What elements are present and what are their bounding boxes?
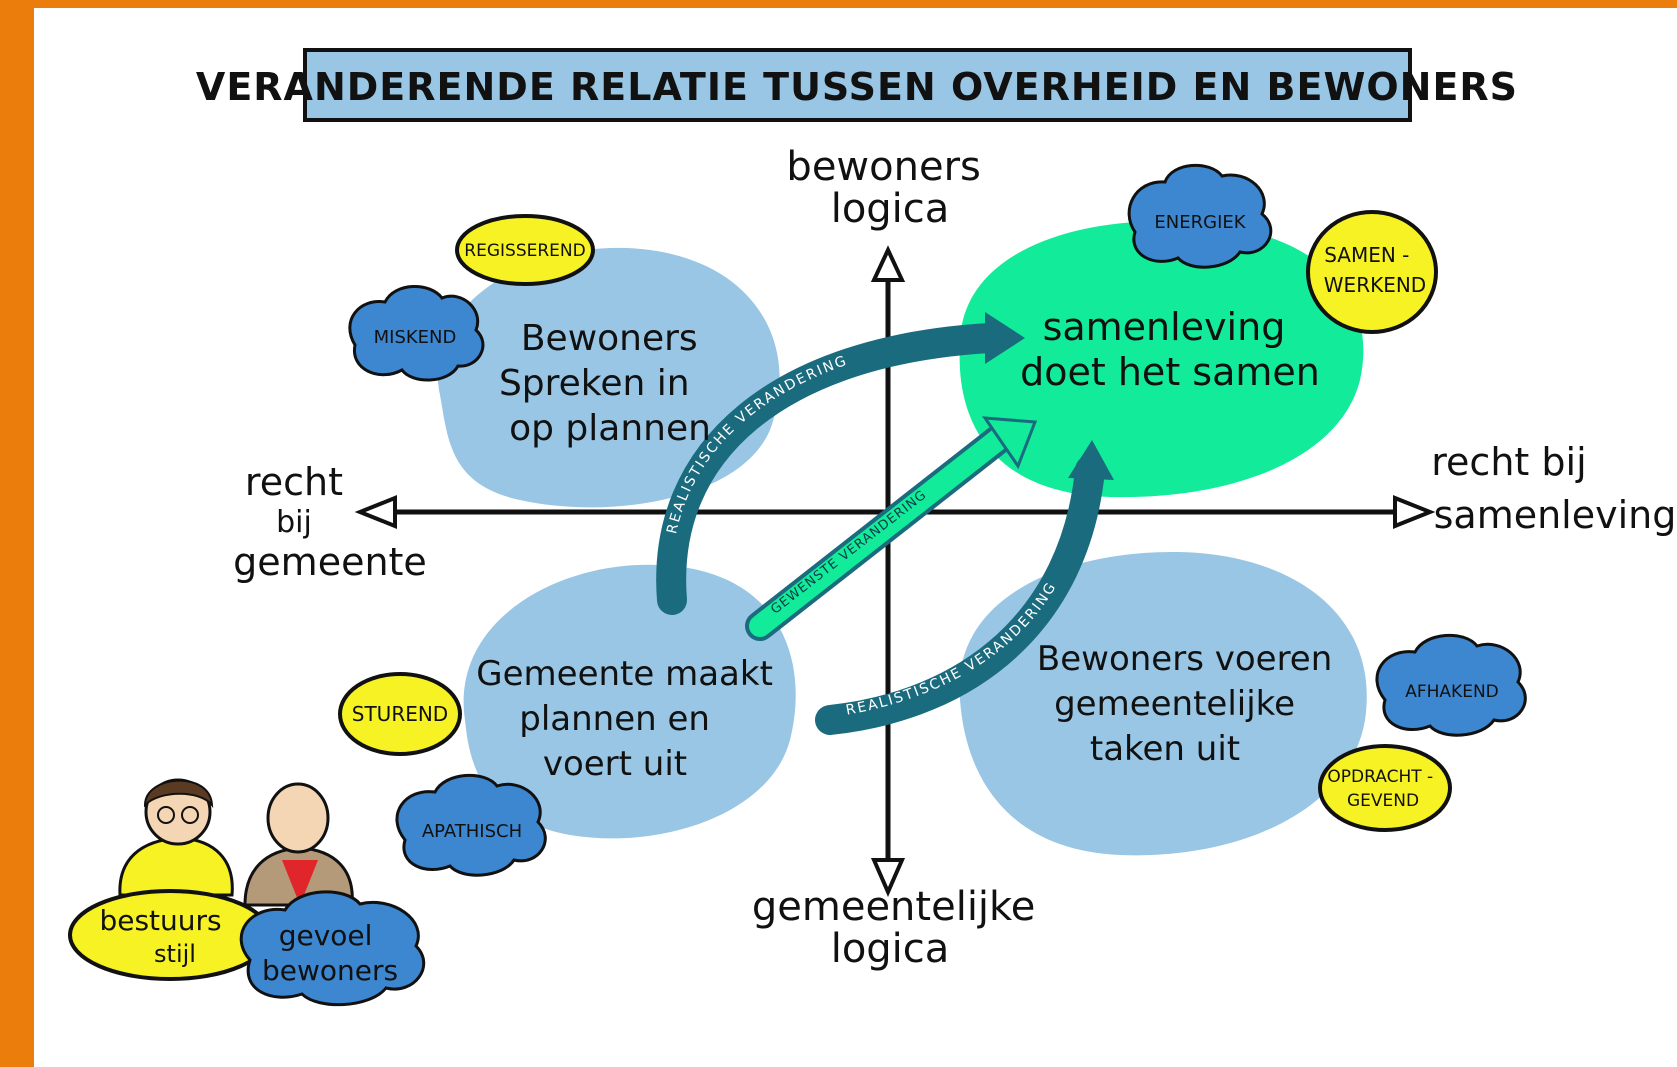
axis-arrow-up-icon (870, 245, 906, 282)
svg-text:REGISSEREND: REGISSEREND (464, 241, 585, 261)
svg-text:APATHISCH: APATHISCH (422, 821, 522, 842)
realistic-change-arrowhead-top-icon (985, 312, 1025, 364)
badge-apathisch: APATHISCH (395, 773, 547, 877)
axis-label-left: recht bij gemeente (233, 460, 427, 584)
badge-energiek: ENERGIEK (1127, 163, 1273, 269)
quadrant-top-left-cloud (437, 247, 780, 508)
svg-text:bestuurs stijl: bestuurs stijl (99, 904, 230, 968)
svg-text:STUREND: STUREND (352, 702, 448, 726)
axis-label-right: recht bij samenleving (1431, 440, 1676, 537)
quadrant-bottom-right-text: Bewoners voeren gemeentelijke taken uit (1037, 639, 1343, 769)
legend-bestuursstijl: bestuurs stijl (68, 889, 272, 981)
quadrant-top-right-cloud (959, 221, 1364, 498)
realistic-change-arrow-top (656, 323, 1005, 615)
quadrant-bottom-right-cloud (959, 551, 1367, 856)
axis-label-bottom: gemeentelijke logica (752, 884, 1048, 972)
quadrant-top-left-text: Bewoners Spreken in op plannen (499, 318, 711, 449)
svg-text:gevoel bewoners: gevoel bewoners (262, 919, 398, 987)
badge-regisserend: REGISSEREND (455, 214, 595, 286)
badge-miskend: MISKEND (348, 285, 485, 382)
badge-afhakend: AFHAKEND (1375, 633, 1527, 737)
badge-opdrachtgevend: OPDRACHT - GEVEND (1318, 744, 1452, 832)
quadrant-top-right-text: samenleving doet het samen (1020, 305, 1320, 394)
realistic-change-arrowhead-bottom-icon (1068, 440, 1114, 480)
svg-text:OPDRACHT - GEVEND: OPDRACHT - GEVEND (1327, 767, 1438, 811)
badge-samenwerkend: SAMEN - WERKEND (1306, 210, 1438, 334)
svg-text:SAMEN - WERKEND: SAMEN - WERKEND (1324, 243, 1426, 297)
svg-text:MISKEND: MISKEND (374, 327, 457, 348)
svg-text:ENERGIEK: ENERGIEK (1154, 212, 1246, 233)
desired-change-arrow-fill (749, 427, 1011, 637)
axis-arrow-left-icon (354, 495, 397, 529)
legend-gevoel-bewoners: gevoel bewoners (239, 890, 426, 1007)
desired-change-arrowhead-icon (981, 416, 1038, 470)
quadrant-bottom-left-text: Gemeente maakt plannen en voert uit (476, 654, 783, 784)
svg-text:AFHAKEND: AFHAKEND (1405, 682, 1499, 702)
badge-sturend: STUREND (338, 672, 462, 756)
diagram-title: VERANDERENDE RELATIE TUSSEN OVERHEID EN … (196, 65, 1518, 109)
title-box (303, 48, 1412, 122)
axis-label-top: bewoners logica (786, 144, 993, 232)
realistic-change-arrow-bottom (815, 455, 1105, 735)
axis-arrow-down-icon (870, 858, 906, 897)
person-woman-avatar (118, 778, 234, 897)
quadrant-bottom-left-cloud (463, 564, 796, 839)
axis-arrow-right-icon (1393, 495, 1436, 529)
